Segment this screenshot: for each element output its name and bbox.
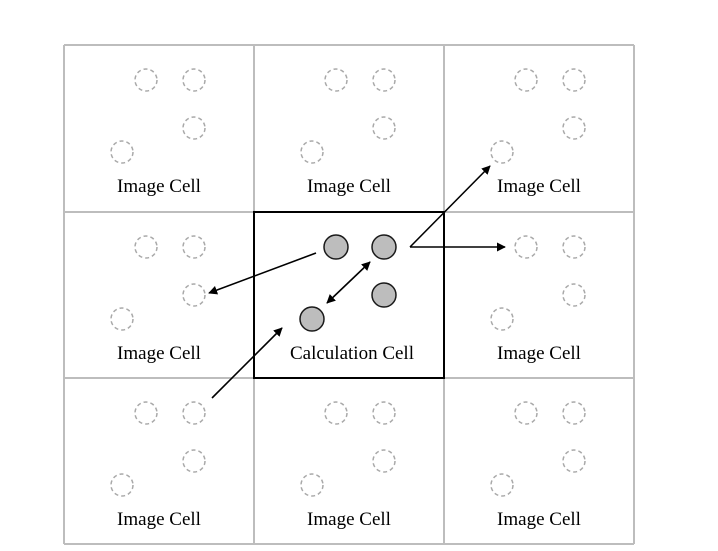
arrow-to-left-image bbox=[208, 252, 317, 295]
image-cell-label-r1c2: Image Cell bbox=[497, 343, 581, 364]
ghost-particle-r1c2-1 bbox=[562, 235, 586, 259]
ghost-particle-r0c1-1 bbox=[372, 68, 396, 92]
ghost-particle-r0c2-2 bbox=[562, 116, 586, 140]
ghost-particle-r0c1-0 bbox=[324, 68, 348, 92]
ghost-particle-r2c1-3 bbox=[300, 473, 324, 497]
image-cell-label-r1c0: Image Cell bbox=[117, 343, 201, 364]
ghost-particle-r2c1-1 bbox=[372, 401, 396, 425]
ghost-particle-r2c2-3 bbox=[490, 473, 514, 497]
ghost-particle-r0c2-3 bbox=[490, 140, 514, 164]
ghost-particle-r0c2-0 bbox=[514, 68, 538, 92]
ghost-particle-r2c1-2 bbox=[372, 449, 396, 473]
ghost-particle-r0c1-3 bbox=[300, 140, 324, 164]
ghost-particle-r1c0-1 bbox=[182, 235, 206, 259]
ghost-particle-r1c0-0 bbox=[134, 235, 158, 259]
particle-0 bbox=[323, 234, 349, 260]
ghost-particle-r2c0-3 bbox=[110, 473, 134, 497]
ghost-particle-r0c0-2 bbox=[182, 116, 206, 140]
image-cell-label-r0c1: Image Cell bbox=[307, 176, 391, 197]
ghost-particle-r1c2-2 bbox=[562, 283, 586, 307]
ghost-particle-r2c0-2 bbox=[182, 449, 206, 473]
ghost-particle-r2c0-0 bbox=[134, 401, 158, 425]
ghost-particle-r0c0-3 bbox=[110, 140, 134, 164]
grid-lines bbox=[63, 44, 635, 545]
particle-3 bbox=[299, 306, 325, 332]
particle-2 bbox=[371, 282, 397, 308]
interaction-arrows bbox=[208, 165, 506, 399]
ghost-particle-r1c0-2 bbox=[182, 283, 206, 307]
calculation-cell-label: Calculation Cell bbox=[290, 343, 414, 364]
arrow-from-lower-left bbox=[211, 327, 283, 399]
ghost-particle-r1c2-3 bbox=[490, 307, 514, 331]
image-cell-label-r0c2: Image Cell bbox=[497, 176, 581, 197]
ghost-particle-r2c2-1 bbox=[562, 401, 586, 425]
ghost-particle-r0c1-2 bbox=[372, 116, 396, 140]
image-cell-label-r2c0: Image Cell bbox=[117, 509, 201, 530]
image-cell-label-r2c1: Image Cell bbox=[307, 509, 391, 530]
image-cell-label-r0c0: Image Cell bbox=[117, 176, 201, 197]
ghost-particle-r2c0-1 bbox=[182, 401, 206, 425]
arrow-between-particles bbox=[326, 261, 371, 304]
ghost-particle-r0c0-0 bbox=[134, 68, 158, 92]
calculation-cell bbox=[253, 211, 445, 379]
calculation-cell-border bbox=[253, 211, 445, 379]
ghost-particles bbox=[110, 68, 586, 497]
real-particles bbox=[299, 234, 397, 332]
ghost-particle-r2c2-2 bbox=[562, 449, 586, 473]
ghost-particle-r2c2-0 bbox=[514, 401, 538, 425]
ghost-particle-r1c2-0 bbox=[514, 235, 538, 259]
ghost-particle-r2c1-0 bbox=[324, 401, 348, 425]
image-cell-label-r2c2: Image Cell bbox=[497, 509, 581, 530]
ghost-particle-r1c0-3 bbox=[110, 307, 134, 331]
ghost-particle-r0c0-1 bbox=[182, 68, 206, 92]
arrow-up-right bbox=[409, 165, 491, 248]
ghost-particle-r0c2-1 bbox=[562, 68, 586, 92]
particle-1 bbox=[371, 234, 397, 260]
